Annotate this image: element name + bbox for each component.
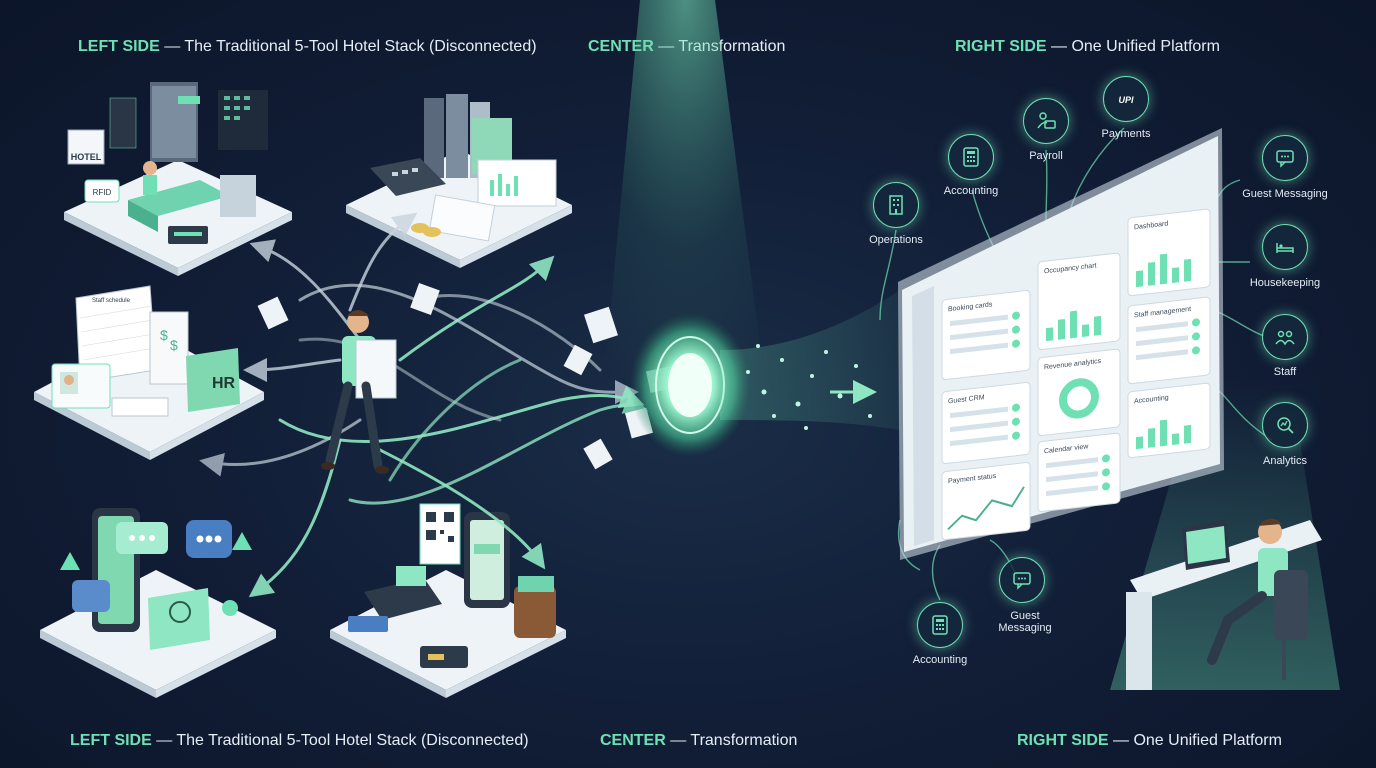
people-icon [1275, 330, 1295, 346]
card-graphic [1136, 318, 1200, 361]
analytics-icon [1277, 417, 1294, 434]
chat-icon [1276, 150, 1294, 168]
operations-node [873, 182, 919, 228]
card-graphic [1136, 419, 1191, 450]
dashboard-card: Guest CRM [941, 382, 1031, 465]
dashboard-card-label: Guest CRM [948, 394, 985, 405]
header-text: — One Unified Platform [1046, 38, 1220, 55]
header-accent: LEFT SIDE [70, 732, 152, 749]
card-graphic [1059, 378, 1099, 419]
card-graphic [950, 403, 1020, 447]
hr-label: HR [212, 375, 236, 392]
payroll-label: Payroll [1029, 150, 1063, 162]
payments-platform [330, 503, 566, 698]
accounting-platform [346, 94, 572, 268]
payments-node: UPI [1103, 76, 1149, 122]
header-accent: RIGHT SIDE [955, 38, 1047, 55]
dollar-glyph: $ [160, 327, 168, 343]
upi-badge: UPI [1118, 95, 1134, 105]
header-accent: CENTER [600, 732, 666, 749]
dashboard-card-label: Accounting [1134, 394, 1169, 405]
accounting-low-node [917, 602, 963, 648]
payroll-icon [1037, 112, 1056, 129]
header-right-bottom: RIGHT SIDE — One Unified Platform [1017, 732, 1282, 750]
chat-icon [1013, 572, 1031, 590]
bed-icon [1276, 243, 1294, 253]
header-text: — The Traditional 5-Tool Hotel Stack (Di… [159, 38, 537, 55]
building-icon [889, 195, 903, 215]
stressed-person [321, 310, 397, 474]
dashboard-card-label: Dashboard [1134, 220, 1168, 231]
card-graphic [1046, 310, 1101, 342]
staff-node [1262, 314, 1308, 360]
hotel-sign: HOTEL [71, 152, 102, 162]
dollar-glyph: $ [170, 337, 178, 353]
staff-label: Staff [1273, 366, 1297, 378]
card-graphic [1046, 454, 1110, 497]
chaos-arrows [199, 212, 649, 598]
operations-label: Operations [869, 234, 923, 246]
header-text: — One Unified Platform [1108, 732, 1282, 749]
rfid-label: RFID [93, 188, 112, 197]
calculator-icon [963, 147, 979, 167]
front-desk-platform: HOTEL RFID [64, 82, 292, 276]
dashboard-card: Calendar view [1037, 432, 1121, 513]
staff-schedule-label: Staff schedule [92, 298, 131, 304]
upi-icon: UPI [1118, 95, 1134, 105]
housekeeping-label: Housekeeping [1249, 277, 1321, 289]
calculator-icon [932, 615, 948, 635]
header-left-top: LEFT SIDE — The Traditional 5-Tool Hotel… [78, 38, 537, 56]
dashboard-card: Booking cards [941, 290, 1031, 381]
dashboard-card: Accounting [1127, 382, 1211, 459]
payments-label: Payments [1101, 128, 1151, 140]
light-beam [600, 0, 770, 420]
payroll-node [1023, 98, 1069, 144]
hr-platform: Staff schedule $ $ HR [34, 285, 264, 460]
guest-messaging-label: Guest Messaging [1242, 188, 1328, 200]
analytics-label: Analytics [1262, 455, 1308, 467]
dashboard-card: Revenue analytics [1037, 348, 1121, 437]
dashboard-card: Staff management [1127, 296, 1211, 385]
transformation-portal [630, 313, 750, 457]
header-text: — Transformation [665, 732, 798, 749]
header-left-bottom: LEFT SIDE — The Traditional 5-Tool Hotel… [70, 732, 529, 750]
header-right-top: RIGHT SIDE — One Unified Platform [955, 38, 1220, 56]
accounting-low-label: Accounting [912, 654, 968, 666]
header-accent: RIGHT SIDE [1017, 732, 1109, 749]
particles [746, 344, 872, 430]
guest-messaging-low-label: Guest Messaging [998, 610, 1052, 634]
dashboard-card: Dashboard [1127, 208, 1211, 297]
messaging-platform [40, 508, 276, 698]
accounting-node [948, 134, 994, 180]
card-graphic [1136, 253, 1191, 288]
header-accent: LEFT SIDE [78, 38, 160, 55]
dashboard-card: Payment status [941, 462, 1031, 541]
accounting-label: Accounting [943, 185, 999, 197]
person-at-desk [1126, 518, 1322, 690]
analytics-node [1262, 402, 1308, 448]
housekeeping-node [1262, 224, 1308, 270]
header-center-bottom: CENTER — Transformation [600, 732, 797, 750]
header-text: — The Traditional 5-Tool Hotel Stack (Di… [151, 732, 529, 749]
guest-messaging-low-node [999, 557, 1045, 603]
card-graphic [950, 311, 1020, 355]
dashboard-card: Occupancy chart [1037, 252, 1121, 351]
guest-messaging-node [1262, 135, 1308, 181]
card-graphic [947, 486, 1025, 531]
